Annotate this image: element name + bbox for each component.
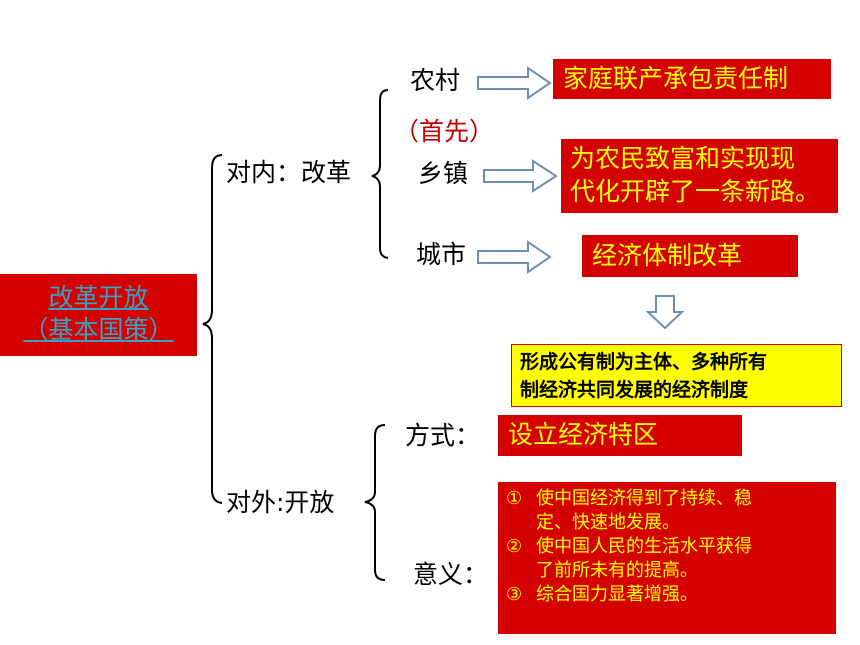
significance-label: 意义：: [413, 560, 489, 589]
internal-brace: [371, 89, 389, 259]
down-arrow: [645, 295, 685, 330]
significance-item-3: ③ 综合国力显著增强。: [506, 583, 836, 607]
root-subtitle[interactable]: （基本国策）: [23, 315, 174, 344]
significance-item-2: ② 使中国人民的生活水平获得 了前所未有的提高。: [506, 535, 836, 583]
method-label: 方式：: [405, 421, 481, 450]
external-label: 对外:开放: [226, 488, 335, 517]
rural-arrow: [477, 66, 552, 100]
city-label: 城市: [416, 240, 467, 269]
township-result-line1: 为农民致富和实现现: [570, 144, 796, 173]
root-box[interactable]: 改革开放 （基本国策）: [0, 274, 197, 356]
township-arrow: [483, 159, 558, 193]
item-2-num: ②: [506, 536, 523, 557]
city-result-box: 经济体制改革: [582, 235, 798, 277]
rural-result-box: 家庭联产承包责任制: [553, 59, 831, 99]
significance-item-1: ① 使中国经济得到了持续、稳 定、快速地发展。: [506, 487, 836, 535]
outcome-box: 形成公有制为主体、多种所有 制经济共同发展的经济制度: [511, 344, 842, 407]
township-result-box: 为农民致富和实现现 代化开辟了一条新路。: [561, 139, 838, 213]
internal-label: 对内：改革: [226, 158, 352, 187]
item-1-num: ①: [506, 488, 523, 509]
significance-box: ① 使中国经济得到了持续、稳 定、快速地发展。 ② 使中国人民的生活水平获得 了…: [498, 482, 836, 634]
outcome-line2: 制经济共同发展的经济制度: [520, 379, 749, 401]
item-1-line1: 使中国经济得到了持续、稳: [536, 488, 752, 509]
item-3-num: ③: [506, 584, 523, 605]
main-brace: [202, 154, 223, 504]
item-2-line2: 了前所未有的提高。: [536, 560, 698, 581]
item-1-line2: 定、快速地发展。: [536, 512, 680, 533]
first-note: （首先）: [394, 117, 495, 146]
method-result-box: 设立经济特区: [498, 415, 742, 456]
city-arrow: [477, 240, 552, 274]
rural-label: 农村: [410, 66, 461, 95]
outcome-line1: 形成公有制为主体、多种所有: [520, 351, 768, 373]
item-2-line1: 使中国人民的生活水平获得: [536, 536, 752, 557]
external-brace: [364, 424, 386, 581]
item-3-line1: 综合国力显著增强。: [536, 584, 698, 605]
township-label: 乡镇: [418, 159, 469, 188]
township-result-line2: 代化开辟了一条新路。: [570, 177, 821, 206]
root-title[interactable]: 改革开放: [48, 283, 149, 312]
